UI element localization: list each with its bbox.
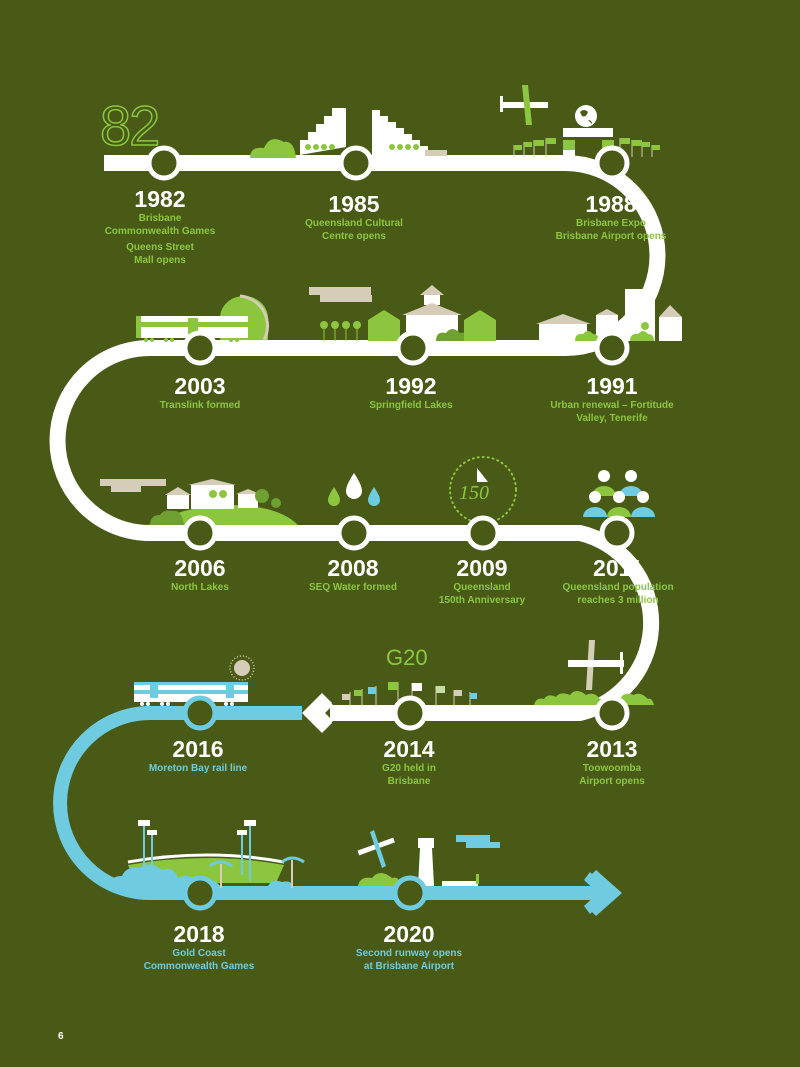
cultural-centre-icon: [250, 108, 447, 161]
stadium-icon: [110, 820, 305, 888]
north-lakes-icon: [100, 479, 298, 525]
urban-renewal-icon: [536, 289, 682, 341]
g20-flags-icon: [342, 682, 477, 706]
white-track-path: [49, 155, 666, 721]
event-year: 1988: [585, 191, 637, 217]
event-description: Moreton Bay rail line: [148, 763, 248, 774]
event-year: 2020: [383, 921, 435, 947]
event-description: Translink formed: [159, 400, 241, 411]
event-description: North Lakes: [171, 582, 229, 593]
population-icon: [583, 470, 655, 517]
globe-icon: [563, 105, 614, 157]
event-year: 1991: [586, 373, 638, 399]
event-year: 2009: [456, 555, 508, 581]
event-2016: 2016 Moreton Bay rail line: [98, 736, 298, 775]
event-2008: 2008 SEQ Water formed: [253, 555, 453, 594]
event-year: 1982: [134, 186, 186, 212]
cloud-icon: [309, 287, 372, 302]
event-year: 1992: [385, 373, 437, 399]
event-2003: 2003 Translink formed: [100, 373, 300, 412]
event-1992: 1992 Springfield Lakes: [311, 373, 511, 412]
arrow-right-icon: [584, 872, 612, 914]
event-year: 2018: [173, 921, 225, 947]
event-description: SEQ Water formed: [309, 582, 397, 593]
event-year: 2008: [327, 555, 379, 581]
water-drops-icon: [328, 473, 380, 506]
event-year: 2014: [383, 736, 435, 762]
event-year: 2003: [174, 373, 226, 399]
event-year: 2006: [174, 555, 226, 581]
train-blue-icon: [134, 655, 255, 706]
event-year: 2016: [172, 736, 224, 762]
train-icon: [136, 294, 270, 342]
event-year: 2013: [586, 736, 638, 762]
g20-label: G20: [386, 645, 428, 670]
flags-icon: [513, 138, 660, 157]
airport-icon: [357, 830, 500, 886]
event-description: Springfield Lakes: [369, 400, 453, 411]
anniversary-150-label: 150: [459, 482, 489, 504]
event-year: 1985: [328, 191, 380, 217]
page-number: 6: [58, 1031, 64, 1042]
numeral-82-decoration: 82: [99, 94, 161, 157]
event-year: 2011: [593, 555, 643, 581]
airplane-icon: [500, 85, 548, 125]
stop-circles: [146, 145, 635, 911]
event-2006: 2006 North Lakes: [100, 555, 300, 594]
